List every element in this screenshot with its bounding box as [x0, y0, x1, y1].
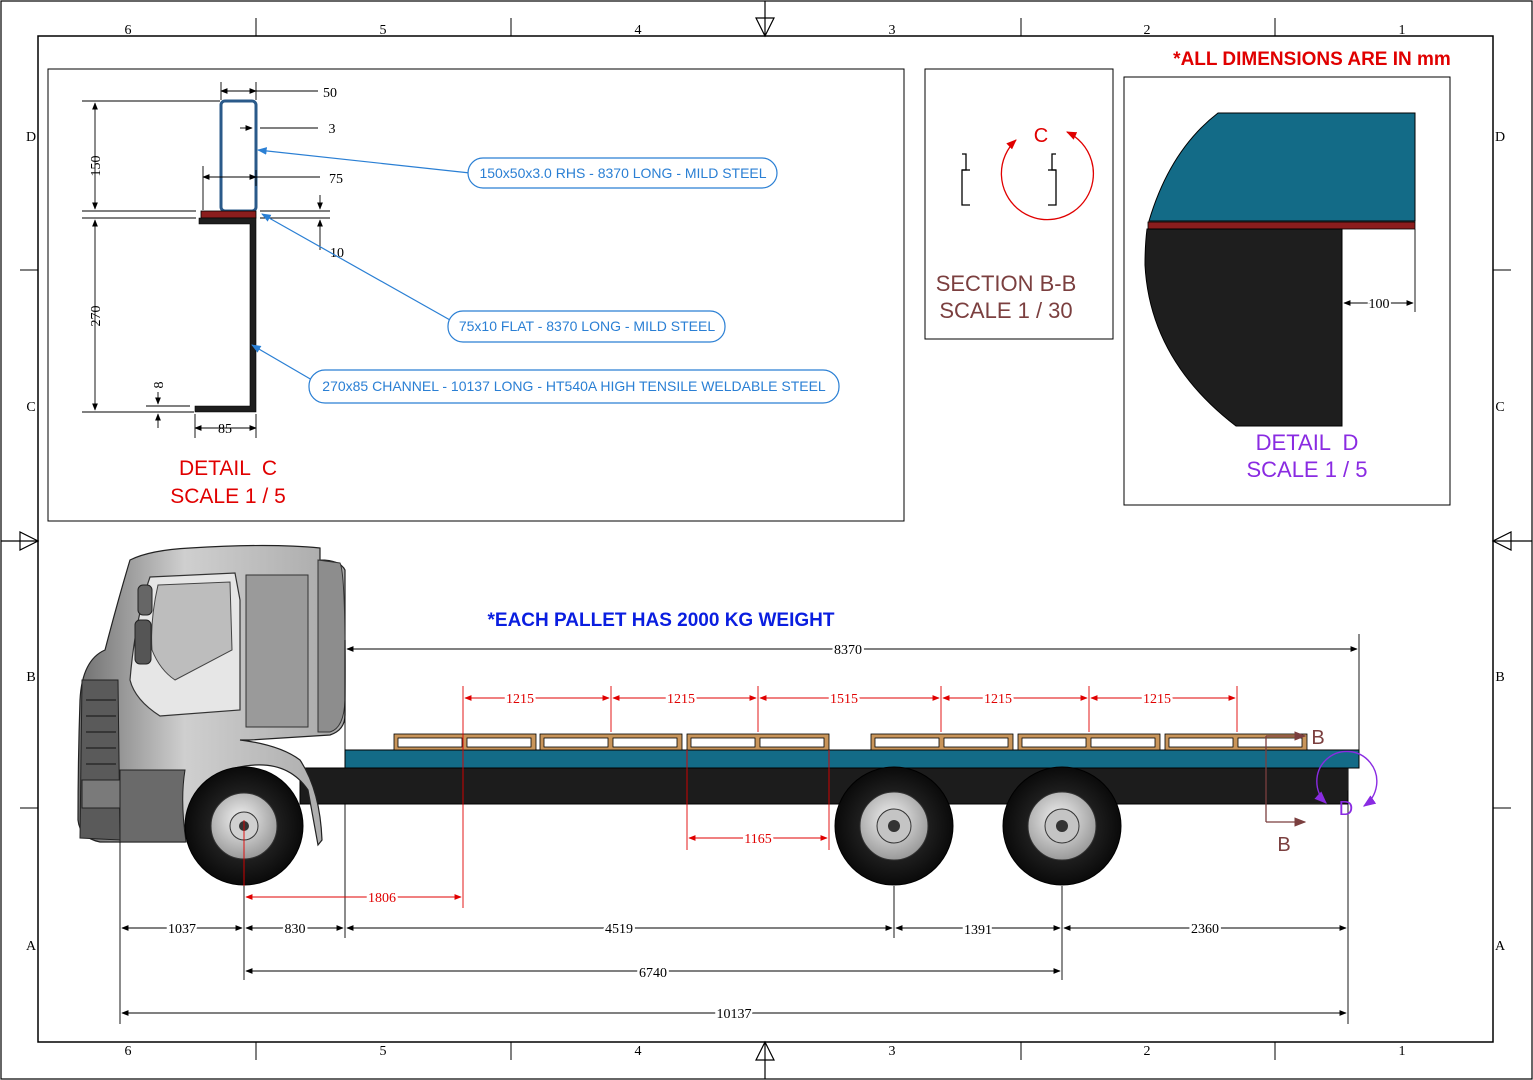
channel-section [194, 217, 257, 413]
pallet [393, 733, 537, 751]
dim-pallet-spacing-4: 1215 [984, 692, 1012, 707]
chassis-frame [299, 767, 1349, 805]
pallets [393, 733, 1308, 751]
row-label-left-2: C [26, 400, 35, 415]
truck-side-view: 8370 1037 830 4519 1391 2360 6740 10137 … [77, 544, 1378, 1025]
section-bb-view: C SECTION B-B SCALE 1 / 30 [924, 68, 1114, 340]
zone-labels: 6 5 4 3 2 1 6 5 4 3 2 1 D C B A D C B A [26, 23, 1506, 1059]
rear-wheel-1 [834, 766, 954, 886]
pallet [1164, 733, 1308, 751]
dim-flat-thickness: 10 [330, 246, 344, 261]
callout-flat: 75x10 FLAT - 8370 LONG - MILD STEEL [459, 318, 715, 334]
col-label-top-2: 5 [380, 23, 387, 38]
rear-wheel-2 [1002, 766, 1122, 886]
detail-d-dim: 100 [1369, 297, 1390, 312]
dim-wall: 3 [329, 122, 336, 137]
col-label-bottom-6: 1 [1399, 1044, 1406, 1059]
dim-cab-gap: 830 [285, 922, 306, 937]
dim-wheelbase: 6740 [639, 966, 667, 981]
col-label-top-3: 4 [635, 23, 642, 38]
col-label-bottom-3: 4 [635, 1044, 642, 1059]
dim-rhs-width: 50 [323, 86, 337, 101]
detail-c-circle [1000, 131, 1095, 221]
dim-front-overhang: 1037 [168, 922, 196, 937]
rhs-section [219, 99, 258, 213]
dim-overall-length: 10137 [717, 1007, 752, 1022]
row-label-left-1: D [26, 130, 36, 145]
dim-pallet-spacing-3: 1515 [830, 692, 858, 707]
detail-c-view: 50 3 75 10 150 270 8 85 150x50x3.0 RHS -… [47, 68, 905, 522]
col-label-bottom-2: 5 [380, 1044, 387, 1059]
dim-rhs-height: 150 [89, 156, 104, 177]
dim-channel-flange: 85 [218, 422, 232, 437]
detail-d-deck [1148, 112, 1416, 222]
detail-c-title: DETAIL C [179, 457, 277, 480]
col-label-top-1: 6 [125, 23, 132, 38]
detail-d-marker: D [1339, 798, 1353, 820]
callout-channel: 270x85 CHANNEL - 10137 LONG - HT540A HIG… [322, 378, 826, 394]
detail-d-title: DETAIL D [1256, 430, 1359, 455]
pallet [539, 733, 683, 751]
section-bb-scale: SCALE 1 / 30 [939, 298, 1072, 323]
detail-d-view: 100 DETAIL D SCALE 1 / 5 [1123, 76, 1451, 506]
row-label-left-4: A [26, 939, 37, 954]
dim-channel-thickness: 8 [152, 382, 167, 389]
dim-rear-overhang: 2360 [1191, 922, 1219, 937]
section-marker-top: B [1311, 727, 1324, 749]
flat-deck [344, 749, 1360, 769]
dim-axle-spread: 1391 [964, 923, 992, 938]
detail-d-circle [1314, 750, 1378, 807]
section-left-profile [961, 153, 970, 206]
col-label-top-6: 1 [1399, 23, 1406, 38]
col-label-top-5: 2 [1144, 23, 1151, 38]
dim-pallet-spacing-5: 1215 [1143, 692, 1171, 707]
truck-cab [77, 544, 346, 847]
col-label-bottom-4: 3 [889, 1044, 896, 1059]
dim-flat-width: 75 [329, 172, 343, 187]
detail-d-scale: SCALE 1 / 5 [1246, 457, 1367, 482]
row-label-right-3: B [1495, 670, 1504, 685]
detail-c-marker: C [1034, 125, 1048, 147]
pallet [1017, 733, 1161, 751]
dimensions-note: *ALL DIMENSIONS ARE IN mm [1173, 49, 1451, 70]
section-bb-title: SECTION B-B [936, 271, 1077, 296]
row-label-right-1: D [1495, 130, 1505, 145]
pallet [870, 733, 1014, 751]
detail-c-scale: SCALE 1 / 5 [170, 485, 286, 508]
detail-d-chassis [1144, 228, 1343, 427]
dim-pallet-spacing-2: 1215 [667, 692, 695, 707]
col-label-bottom-1: 6 [125, 1044, 132, 1059]
flat-bar-section [200, 210, 257, 219]
detail-d-flat-bar [1147, 221, 1416, 230]
dim-channel-height: 270 [89, 306, 104, 327]
section-marker-bottom: B [1277, 834, 1290, 856]
callout-rhs: 150x50x3.0 RHS - 8370 LONG - MILD STEEL [479, 165, 766, 181]
row-label-left-3: B [26, 670, 35, 685]
pallet [686, 733, 830, 751]
col-label-top-4: 3 [889, 23, 896, 38]
dim-pallet-spacing-1: 1215 [506, 692, 534, 707]
pallet-note: *EACH PALLET HAS 2000 KG WEIGHT [488, 610, 835, 631]
row-label-right-4: A [1495, 939, 1506, 954]
section-right-profile [1048, 153, 1057, 206]
dim-deck-length: 8370 [834, 643, 862, 658]
col-label-bottom-5: 2 [1144, 1044, 1151, 1059]
row-label-right-2: C [1495, 400, 1504, 415]
dim-pallet-gap: 1165 [744, 832, 771, 847]
dim-axle-to-pallet: 1806 [368, 891, 396, 906]
dim-deck-to-axle: 4519 [605, 922, 633, 937]
